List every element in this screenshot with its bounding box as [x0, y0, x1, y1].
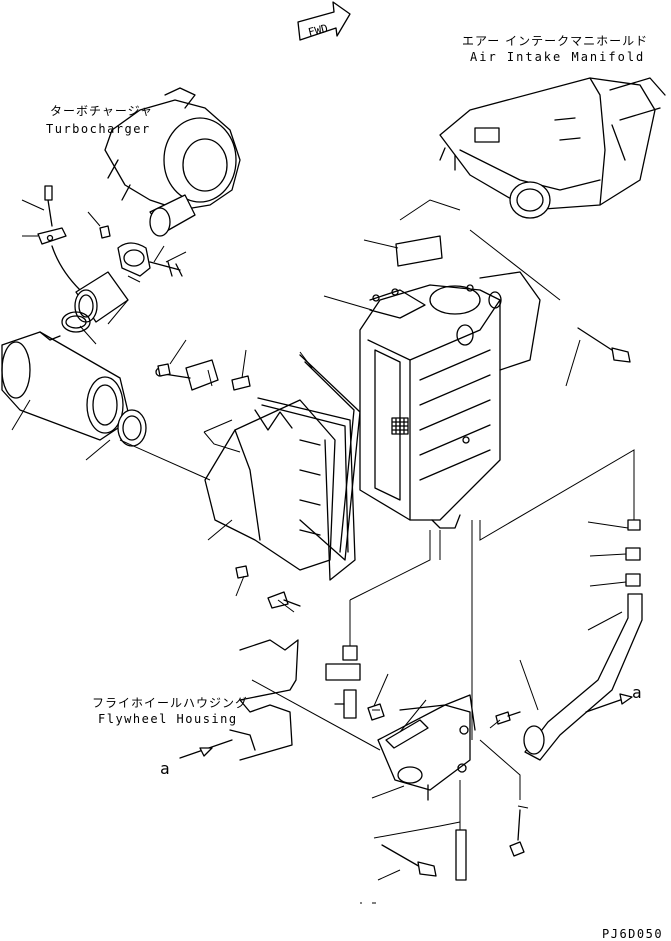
- turbocharger: [104, 87, 241, 237]
- flywheel-housing-label: Flywheel Housing: [98, 712, 238, 726]
- long-bolt-right: [577, 327, 631, 363]
- fwd-arrow-icon: FWD: [297, 1, 351, 41]
- manifold-block: [395, 235, 443, 267]
- small-fittings: [325, 645, 467, 881]
- air-intake-manifold-jp-label: エアー インテークマニホールド: [462, 34, 648, 48]
- flywheel-housing: [229, 639, 299, 761]
- aftercooler: [359, 271, 541, 529]
- air-duct: [155, 359, 356, 581]
- intake-pipe: [1, 331, 147, 447]
- turbocharger-jp-label: ターボチャージャ: [50, 104, 153, 118]
- fwd-label: FWD: [307, 22, 329, 39]
- pipe-fittings: [523, 519, 643, 761]
- leader-lines: [11, 199, 635, 881]
- flywheel-housing-bracket: [377, 694, 476, 801]
- drawing-code: PJ6D050: [602, 927, 663, 941]
- air-intake-manifold: [439, 77, 666, 219]
- turbocharger-label: Turbocharger: [46, 122, 151, 136]
- gasket: [299, 354, 361, 561]
- reference-arrow-right: [585, 693, 633, 713]
- air-intake-manifold-label: Air Intake Manifold: [470, 50, 645, 64]
- long-bolt-bottom: [381, 844, 437, 877]
- turbo-connection-parts: [37, 185, 183, 333]
- reference-a-left-label: a: [160, 759, 170, 778]
- reference-arrow-left: [179, 739, 233, 759]
- reference-a-right-label: a: [632, 683, 642, 702]
- flywheel-housing-jp-label: フライホイールハウジング: [92, 696, 248, 710]
